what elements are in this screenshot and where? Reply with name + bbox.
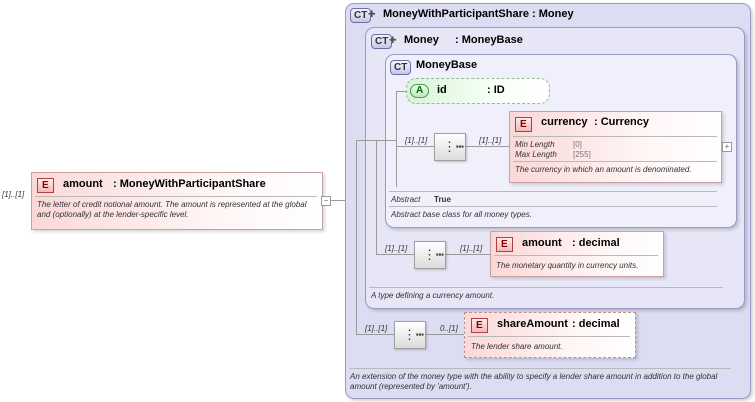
root-element-name: amount [63, 178, 103, 190]
expand-button[interactable]: + [722, 142, 732, 152]
ct-money-base-title: MoneyBase [416, 59, 478, 71]
divider [468, 336, 630, 337]
element-badge: E [471, 318, 488, 333]
sequence-icon: ⋮┅ [403, 327, 424, 342]
complex-type-badge: CT [350, 8, 372, 23]
cardinality: [1]..[1] [365, 324, 388, 333]
connector-line [356, 140, 376, 141]
root-element-doc: The letter of credit notional amount. Th… [37, 200, 307, 219]
sequence-icon: ⋮┅ [423, 247, 444, 262]
sequence-compositor[interactable]: ⋮┅ [394, 321, 426, 349]
divider [513, 161, 717, 162]
amount-decimal-name: amount [522, 237, 562, 249]
currency-name: currency [541, 116, 588, 128]
cardinality: [1]..[1] [2, 190, 25, 199]
share-amount-doc: The lender share amount. [471, 342, 563, 351]
facet-label: Max Length [515, 150, 557, 159]
divider [369, 287, 723, 288]
ct-outer-title: MoneyWithParticipantShare : Money [383, 8, 574, 20]
amount-decimal-doc: The monetary quantity in currency units. [496, 261, 639, 270]
share-amount-type: : decimal [572, 318, 620, 330]
element-amount-decimal[interactable] [490, 231, 664, 277]
divider [513, 136, 717, 137]
connector-line [356, 140, 357, 335]
attribute-id-name: id [437, 84, 447, 96]
complex-type-badge: CT [390, 60, 412, 75]
divider [349, 368, 731, 369]
element-badge: E [515, 117, 532, 132]
connector-line [426, 334, 464, 335]
complex-type-badge: CT [371, 34, 393, 49]
connector-line [466, 146, 509, 147]
ct-outer-doc: An extension of the money type with the … [350, 372, 718, 391]
connector-line [396, 91, 406, 92]
connector-line [331, 200, 345, 201]
connector-line [446, 254, 490, 255]
ct-money-base-doc: Abstract base class for all money types. [391, 210, 532, 219]
cardinality: [1]..[1] [405, 136, 428, 145]
expand-icon: ✚ [389, 35, 397, 45]
element-badge: E [37, 178, 54, 193]
collapse-button[interactable]: − [321, 196, 331, 206]
connector-line [376, 140, 377, 255]
sequence-compositor[interactable]: ⋮┅ [434, 133, 466, 161]
element-badge: E [496, 237, 513, 252]
connector-line [376, 140, 396, 141]
divider [494, 255, 658, 256]
facet-value: [255] [573, 150, 591, 159]
abstract-label: Abstract [391, 195, 421, 204]
attribute-id[interactable] [406, 78, 550, 104]
connector-line [376, 254, 414, 255]
ct-money-doc: A type defining a currency amount. [371, 291, 495, 300]
root-element-type: : MoneyWithParticipantShare [113, 178, 266, 190]
ct-money-type: : MoneyBase [455, 34, 523, 46]
attribute-id-type: : ID [487, 84, 505, 96]
element-share-amount[interactable] [464, 312, 636, 358]
sequence-icon: ⋮┅ [443, 139, 464, 154]
divider [389, 206, 717, 207]
cardinality: [1]..[1] [479, 136, 502, 145]
currency-doc: The currency in which an amount is denom… [515, 165, 692, 174]
cardinality: [1]..[1] [460, 244, 483, 253]
divider [35, 196, 317, 197]
currency-type: : Currency [594, 116, 650, 128]
facet-label: Min Length [515, 140, 555, 149]
cardinality: [1]..[1] [385, 244, 408, 253]
connector-line [396, 92, 397, 187]
amount-decimal-type: : decimal [572, 237, 620, 249]
expand-icon: ✚ [368, 9, 376, 19]
facet-value: [0] [573, 140, 582, 149]
share-amount-name: shareAmount [497, 318, 568, 330]
abstract-value: True [434, 195, 451, 204]
attribute-badge: A [410, 84, 430, 98]
divider [389, 191, 717, 192]
ct-money-title: Money [404, 34, 439, 46]
connector-line [396, 146, 434, 147]
cardinality: 0..[1] [440, 324, 458, 333]
sequence-compositor[interactable]: ⋮┅ [414, 241, 446, 269]
element-amount-root[interactable] [31, 172, 323, 230]
connector-line [356, 334, 394, 335]
element-currency[interactable] [509, 111, 722, 183]
